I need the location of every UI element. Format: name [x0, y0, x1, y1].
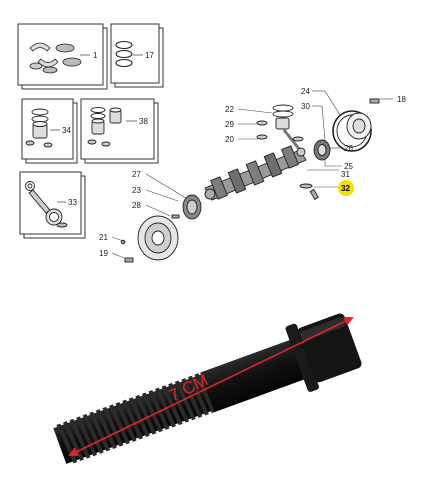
callout-31: 31 [341, 170, 350, 179]
rings-drawing [115, 40, 133, 68]
callout-33: 33 [68, 198, 77, 207]
callout-1: 1 [93, 51, 98, 60]
inset-piston-34: 34 [21, 98, 78, 164]
bearing-shells-drawing [29, 42, 82, 74]
callout-34: 34 [62, 126, 71, 135]
crankshaft [204, 145, 307, 201]
bolt-plain-shank [200, 338, 309, 413]
bolt-photo [53, 313, 362, 464]
callout-30: 30 [301, 102, 310, 111]
callout-28: 28 [132, 201, 141, 210]
callout-23: 23 [132, 186, 141, 195]
callout-18: 18 [397, 95, 406, 104]
measurement-arrow [68, 317, 354, 456]
callout-27: 27 [132, 170, 141, 179]
piston-parts [256, 104, 313, 189]
small-bolts [120, 98, 380, 263]
pistons-38-drawing [87, 107, 122, 147]
piston-34-drawing [25, 108, 53, 148]
inset-bearing-shells: 1 [17, 23, 108, 90]
callout-numbers: 22 29 20 24 30 18 26 25 31 32 27 23 28 2… [99, 87, 406, 258]
crank-pulley [137, 215, 179, 261]
leader-lines [111, 90, 393, 259]
callout-32: 32 [341, 184, 350, 193]
inset-connecting-rod: 33 [19, 171, 86, 239]
rear-seal [313, 139, 331, 161]
callout-22: 22 [225, 105, 234, 114]
callout-17: 17 [145, 51, 154, 60]
crankshaft-assembly [120, 98, 380, 263]
callout-26: 26 [344, 144, 353, 153]
callout-25: 25 [344, 162, 353, 171]
callout-32-highlight [338, 180, 354, 196]
flywheel-ring [332, 110, 372, 152]
inset-piston-rings: 17 [110, 23, 164, 88]
timing-gear [182, 194, 202, 220]
callout-20: 20 [225, 135, 234, 144]
callout-29: 29 [225, 120, 234, 129]
inset-pistons-38: 38 [80, 98, 159, 164]
callout-24: 24 [301, 87, 310, 96]
callout-21: 21 [99, 233, 108, 242]
callout-19: 19 [99, 249, 108, 258]
conrod-drawing [25, 181, 68, 228]
callout-38: 38 [139, 117, 148, 126]
